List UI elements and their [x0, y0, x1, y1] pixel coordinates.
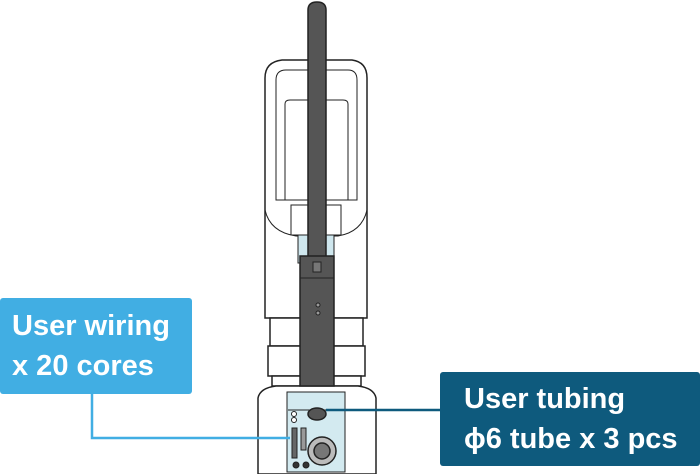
callout-line-2: ϕ6 tube x 3 pcs — [464, 423, 678, 455]
wiring-leader-line — [90, 394, 290, 440]
tube-port — [307, 407, 327, 421]
user-wiring-callout: User wiring x 20 cores — [0, 298, 192, 394]
callout-line-1: User tubing — [464, 383, 626, 415]
callout-line-1: User wiring — [12, 310, 170, 342]
callout-line-2: x 20 cores — [12, 350, 154, 382]
user-tubing-callout: User tubing ϕ6 tube x 3 pcs — [440, 372, 700, 466]
wire-connector — [291, 427, 298, 459]
